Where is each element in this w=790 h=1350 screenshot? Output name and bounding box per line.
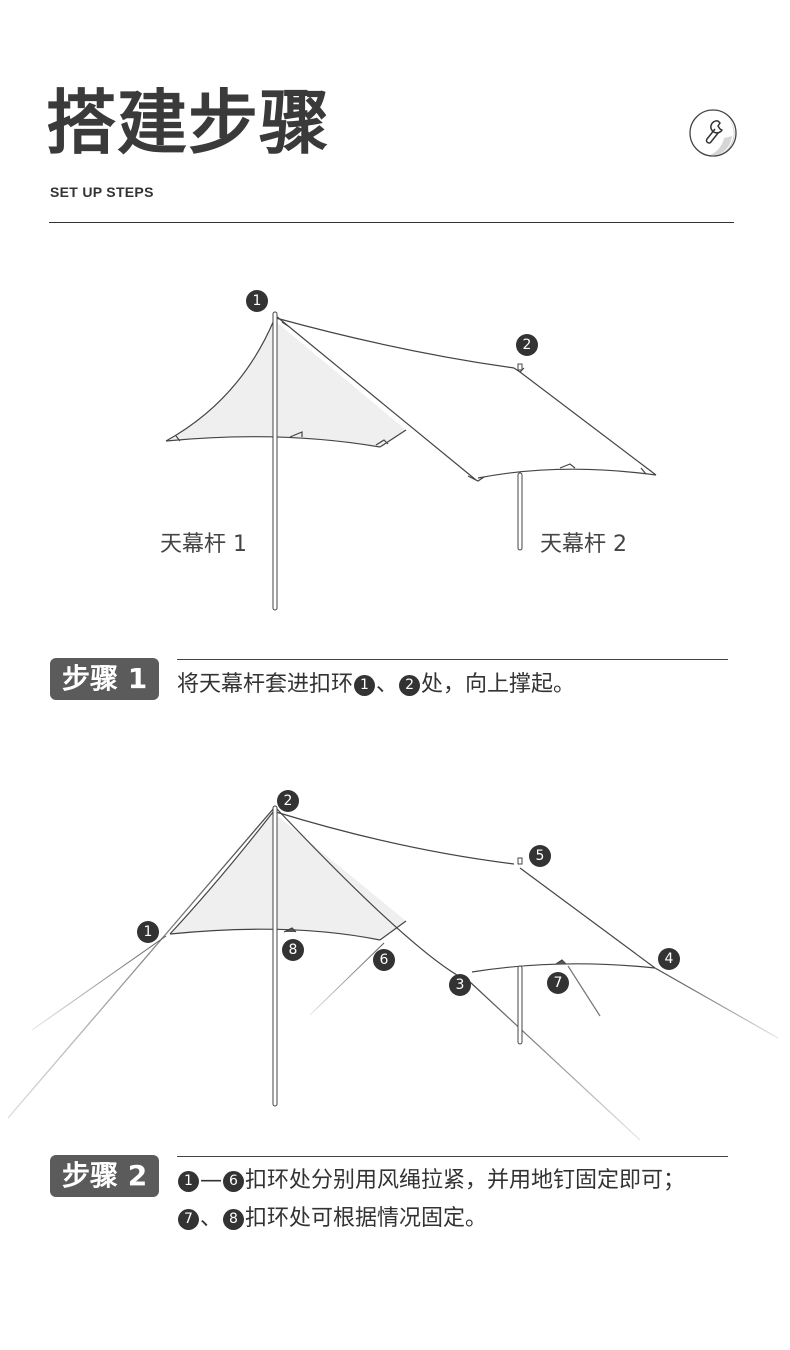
marker-5: 5 — [529, 845, 551, 867]
marker-1: 1 — [137, 921, 159, 943]
ring-8-icon: 8 — [223, 1209, 245, 1230]
page-title: 搭建步骤 — [46, 82, 330, 164]
step2-divider — [177, 1156, 728, 1157]
marker-4: 4 — [658, 948, 680, 970]
step1-badge: 步骤 1 — [50, 658, 160, 700]
ring-7-icon: 7 — [178, 1209, 199, 1230]
ring-2-icon: 2 — [399, 675, 421, 696]
marker-7: 7 — [547, 972, 569, 994]
marker-3: 3 — [449, 974, 471, 996]
ring-1-icon: 1 — [354, 675, 376, 696]
step1-divider — [177, 659, 728, 660]
pole-label-1: 天幕杆 1 — [160, 532, 247, 557]
marker-6: 6 — [373, 949, 395, 971]
marker-8: 8 — [282, 939, 304, 961]
pole-label-2: 天幕杆 2 — [540, 532, 627, 557]
diagram-step2 — [0, 790, 790, 1150]
step2-badge: 步骤 2 — [50, 1155, 160, 1197]
page-subtitle: SET UP STEPS — [50, 184, 154, 200]
ring-1-icon: 1 — [178, 1171, 199, 1192]
diagram-step1 — [0, 280, 790, 630]
ring-6-icon: 6 — [223, 1171, 244, 1192]
marker-2: 2 — [516, 334, 538, 356]
header-divider — [49, 222, 734, 223]
wrench-icon — [688, 108, 738, 158]
marker-2: 2 — [277, 790, 299, 812]
marker-1: 1 — [246, 290, 268, 312]
